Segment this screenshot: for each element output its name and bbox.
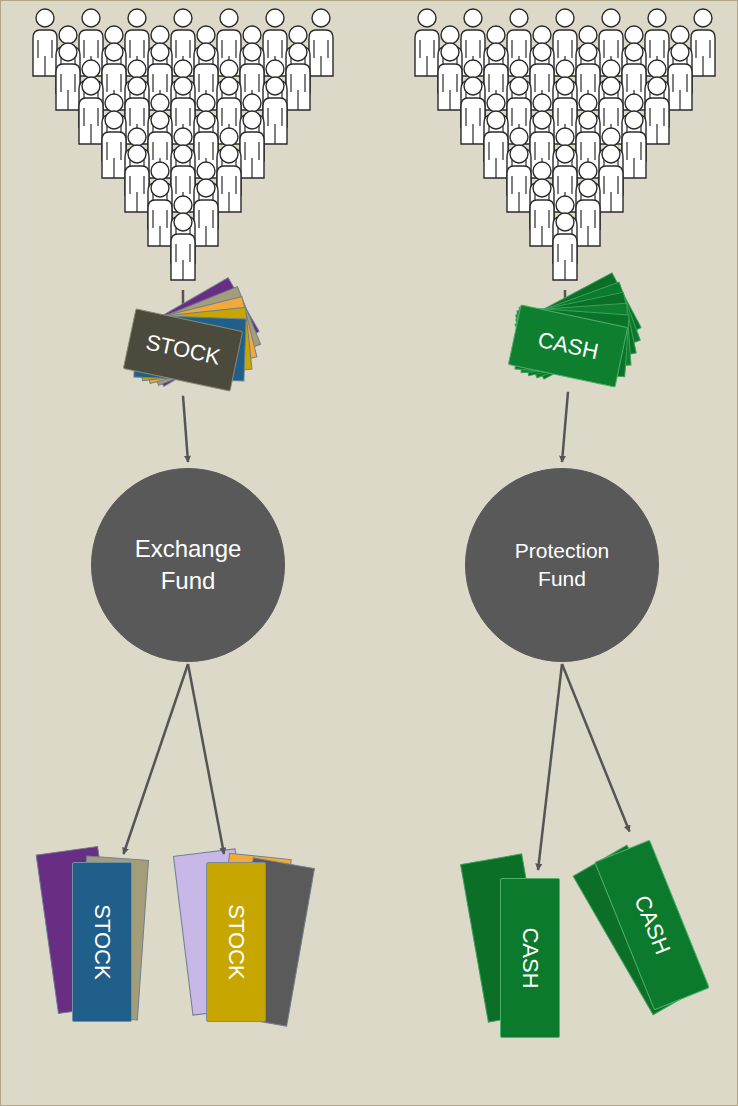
flow-arrow [562,664,630,832]
card-label: STOCK [143,328,223,373]
person-icon [263,77,287,144]
person-icon [194,179,218,246]
stock-card: STOCK [206,862,266,1022]
stock-card: STOCK [72,862,132,1022]
person-icon [240,111,264,178]
person-icon [691,9,715,76]
cash-card: CASH [500,878,560,1038]
person-icon [56,43,80,110]
person-icon [148,179,172,246]
flow-arrow [183,396,188,462]
person-icon [438,43,462,110]
person-icon [415,9,439,76]
people-crowd [415,9,715,280]
flow-arrow [124,664,189,854]
card-label: STOCK [87,904,117,979]
person-icon [622,111,646,178]
person-icon [668,43,692,110]
people-crowd [33,9,333,280]
card-label: CASH [515,927,545,988]
card-label: STOCK [221,904,251,979]
person-icon [530,179,554,246]
person-icon [79,77,103,144]
fund-label: Exchange Fund [118,533,258,598]
person-icon [553,213,577,280]
person-icon [125,145,149,212]
person-icon [645,77,669,144]
person-icon [171,213,195,280]
person-icon [286,43,310,110]
person-icon [599,145,623,212]
fund-circle: Protection Fund [465,468,659,662]
person-icon [507,145,531,212]
person-icon [484,111,508,178]
person-icon [102,111,126,178]
flow-arrow [188,664,224,854]
card-label: CASH [535,325,601,367]
flow-arrow [538,664,562,870]
person-icon [309,9,333,76]
flow-arrow [562,392,568,462]
fund-label: Protection Fund [492,537,632,594]
card-label: CASH [627,891,677,959]
fund-circle: Exchange Fund [91,468,285,662]
person-icon [576,179,600,246]
person-icon [33,9,57,76]
person-icon [461,77,485,144]
person-icon [217,145,241,212]
